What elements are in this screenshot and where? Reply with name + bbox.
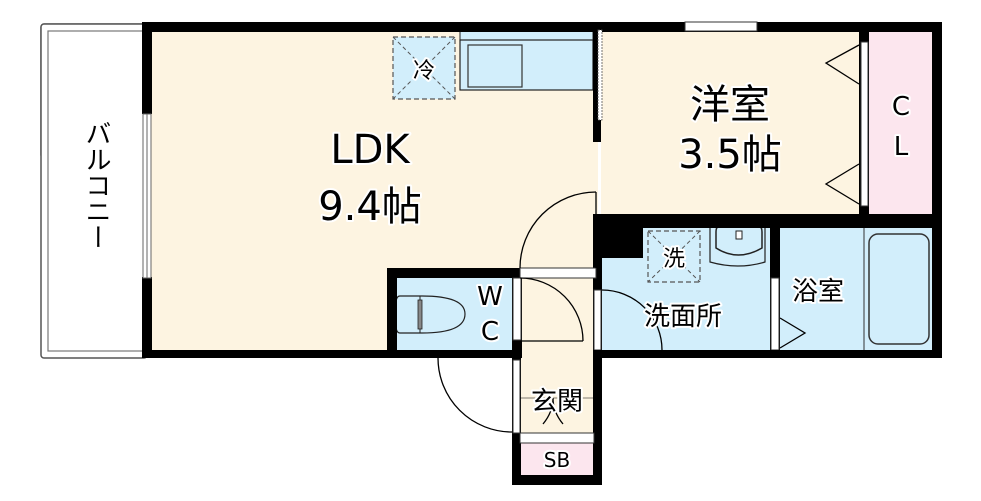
- shoebox-label: SB: [544, 448, 570, 472]
- fridge-space: [392, 36, 456, 100]
- balcony-label: バルコニー: [81, 120, 111, 250]
- western-floor: [601, 30, 869, 216]
- wc-label-2: C: [481, 317, 499, 347]
- fridge-label: 冷: [413, 59, 435, 84]
- kitchen-counter: [459, 30, 594, 91]
- door-swings: [437, 44, 860, 433]
- closet-floor: [869, 30, 934, 216]
- washbasin: [709, 224, 766, 267]
- toilet: [395, 295, 466, 334]
- wc-label-1: W: [477, 282, 503, 312]
- western-name: 洋室: [690, 82, 770, 128]
- washer-label: 洗: [663, 247, 685, 272]
- bathtub: [868, 233, 930, 345]
- closet-label-1: C: [892, 92, 910, 122]
- walls: [142, 21, 942, 485]
- closet-label-2: L: [894, 132, 909, 162]
- entrance-label: 玄関: [531, 387, 583, 417]
- ldk-name: LDK: [330, 127, 411, 173]
- washer-space: [647, 230, 701, 283]
- washroom-label: 洗面所: [644, 302, 722, 332]
- entrance-floor: [520, 276, 596, 446]
- bathroom-label: 浴室: [792, 277, 844, 307]
- shoebox-floor: [520, 443, 594, 475]
- ldk-size: 9.4帖: [318, 184, 422, 230]
- western-size: 3.5帖: [678, 132, 782, 178]
